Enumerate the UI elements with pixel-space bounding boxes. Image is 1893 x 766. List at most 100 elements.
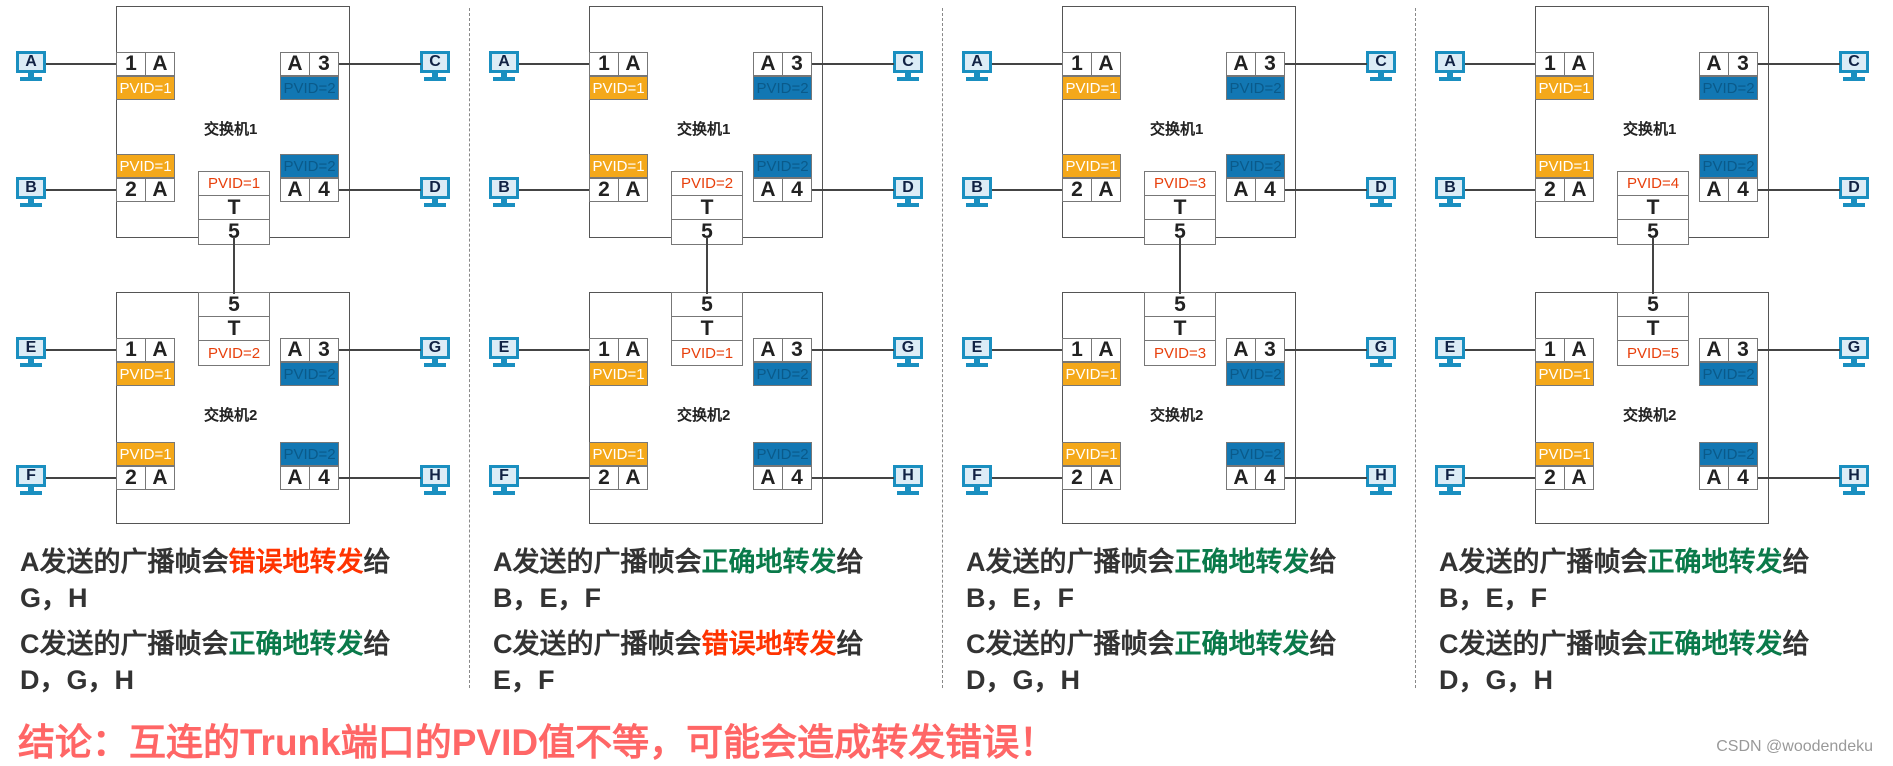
host-b-base bbox=[493, 203, 515, 207]
sw2-port1-pvid: PVID=1 bbox=[589, 362, 648, 386]
switch-1-label: 交换机1 bbox=[204, 121, 258, 138]
sw2-trunk-pvid: PVID=3 bbox=[1153, 344, 1207, 362]
sw1-port3-left: A bbox=[280, 52, 310, 76]
line-result: 正确地转发 bbox=[228, 629, 364, 659]
host-c-base bbox=[897, 77, 919, 81]
line-prefix: A发送的广播帧会 bbox=[20, 547, 229, 577]
host-d-stand bbox=[905, 199, 911, 203]
host-d-label: D bbox=[1366, 177, 1396, 199]
link-b bbox=[46, 189, 116, 191]
sw2-port3-pvid: PVID=2 bbox=[753, 362, 812, 386]
trunk-link bbox=[1179, 237, 1181, 294]
sw2-port1-right: A bbox=[1091, 338, 1121, 362]
host-c: C bbox=[420, 51, 452, 83]
host-c-stand bbox=[1378, 73, 1384, 77]
host-b-base bbox=[966, 203, 988, 207]
panel-c_line-targets: D，G，H bbox=[966, 665, 1080, 695]
sw2-trunk-number: 5 bbox=[672, 293, 742, 317]
line-suffix: 给 bbox=[1782, 547, 1810, 577]
panel-a_line-line: A发送的广播帧会正确地转发给 bbox=[493, 540, 864, 579]
sw1-port3-left: A bbox=[753, 52, 783, 76]
switch-2-label: 交换机2 bbox=[1150, 407, 1204, 424]
host-a-stand bbox=[501, 73, 507, 77]
sw1-port3-right: 3 bbox=[1728, 52, 1758, 76]
host-g-stand bbox=[1378, 359, 1384, 363]
sw2-port1-right: A bbox=[618, 338, 648, 362]
sw2-port2-left: 2 bbox=[1062, 466, 1092, 490]
sw2-port2-pvid: PVID=1 bbox=[1062, 442, 1121, 466]
line-suffix: 给 bbox=[1309, 629, 1337, 659]
sw2-port2-pvid: PVID=1 bbox=[589, 442, 648, 466]
host-a-base bbox=[966, 77, 988, 81]
host-d-stand bbox=[432, 199, 438, 203]
host-a-stand bbox=[974, 73, 980, 77]
sw1-port3-left: A bbox=[1226, 52, 1256, 76]
host-b-base bbox=[1439, 203, 1461, 207]
host-c-label: C bbox=[1839, 51, 1869, 73]
sw2-trunk-pvid: PVID=2 bbox=[207, 344, 261, 362]
link-g bbox=[812, 349, 894, 351]
host-h-label: H bbox=[1366, 465, 1396, 487]
sw2-port2-right: A bbox=[1564, 466, 1594, 490]
host-e-label: E bbox=[16, 337, 46, 359]
link-c bbox=[1758, 63, 1840, 65]
host-c-base bbox=[424, 77, 446, 81]
sw2-trunk-type: T bbox=[1618, 317, 1688, 341]
host-c-label: C bbox=[893, 51, 923, 73]
host-d-stand bbox=[1851, 199, 1857, 203]
sw2-port3-right: 3 bbox=[782, 338, 812, 362]
host-f-stand bbox=[28, 487, 34, 491]
switch-2-label: 交换机2 bbox=[204, 407, 258, 424]
host-e-label: E bbox=[962, 337, 992, 359]
host-d-label: D bbox=[1839, 177, 1869, 199]
host-h: H bbox=[893, 465, 925, 497]
sw2-trunk-number: 5 bbox=[1618, 293, 1688, 317]
host-b-stand bbox=[28, 199, 34, 203]
sw1-port1-left: 1 bbox=[116, 52, 146, 76]
host-b: B bbox=[1435, 177, 1467, 209]
host-b-label: B bbox=[489, 177, 519, 199]
line-prefix: A发送的广播帧会 bbox=[1439, 547, 1648, 577]
host-c-base bbox=[1843, 77, 1865, 81]
sw1-port3-right: 3 bbox=[782, 52, 812, 76]
sw1-port1-pvid: PVID=1 bbox=[116, 76, 175, 100]
sw2-port2-left: 2 bbox=[589, 466, 619, 490]
sw1-port4-pvid: PVID=2 bbox=[753, 154, 812, 178]
sw2-port3-left: A bbox=[1699, 338, 1729, 362]
sw1-trunk-type: T bbox=[672, 196, 742, 220]
host-b-stand bbox=[501, 199, 507, 203]
host-b: B bbox=[16, 177, 48, 209]
host-g-base bbox=[1370, 363, 1392, 367]
panel-c_line-targets: D，G，H bbox=[20, 665, 134, 695]
sw2-port1-left: 1 bbox=[1062, 338, 1092, 362]
host-e: E bbox=[962, 337, 994, 369]
host-f-stand bbox=[1447, 487, 1453, 491]
line-prefix: A发送的广播帧会 bbox=[493, 547, 702, 577]
host-d-stand bbox=[1378, 199, 1384, 203]
conclusion-text: 结论：互连的Trunk端口的PVID值不等，可能会造成转发错误！ bbox=[18, 722, 1057, 763]
host-e-base bbox=[493, 363, 515, 367]
link-e bbox=[519, 349, 589, 351]
sw1-port4-right: 4 bbox=[782, 178, 812, 202]
sw2-port4-left: A bbox=[1699, 466, 1729, 490]
host-c-stand bbox=[1851, 73, 1857, 77]
host-e: E bbox=[489, 337, 521, 369]
sw2-port3-right: 3 bbox=[309, 338, 339, 362]
host-b-base bbox=[20, 203, 42, 207]
host-h-stand bbox=[905, 487, 911, 491]
sw2-port2-right: A bbox=[145, 466, 175, 490]
panel-c_line-targets: D，G，H bbox=[1439, 665, 1553, 695]
host-h: H bbox=[420, 465, 452, 497]
line-suffix: 给 bbox=[836, 547, 864, 577]
host-a: A bbox=[489, 51, 521, 83]
link-f bbox=[46, 477, 116, 479]
switch-2-label: 交换机2 bbox=[1623, 407, 1677, 424]
line-result: 正确地转发 bbox=[1174, 629, 1310, 659]
host-h-base bbox=[424, 491, 446, 495]
panel-c_line-line: C发送的广播帧会正确地转发给 bbox=[966, 622, 1337, 661]
sw2-port4-pvid: PVID=2 bbox=[280, 442, 339, 466]
